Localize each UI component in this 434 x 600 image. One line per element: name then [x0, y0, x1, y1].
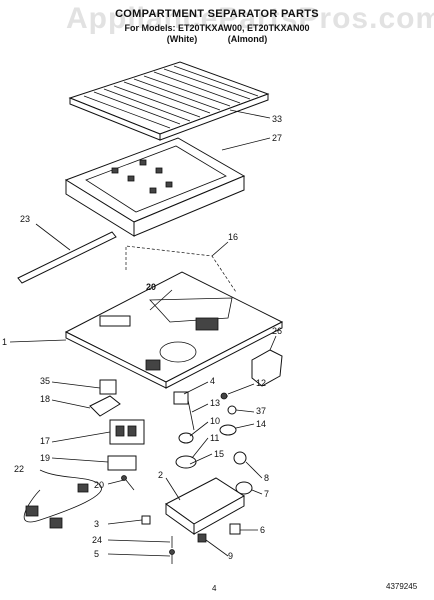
part-3 — [141, 515, 151, 525]
callout-13: 13 — [210, 398, 220, 408]
callout-17: 17 — [40, 436, 50, 446]
callout-8: 8 — [264, 473, 269, 483]
callout-14: 14 — [256, 419, 266, 429]
callout-19: 19 — [40, 453, 50, 463]
part-8 — [233, 451, 247, 465]
callout-16: 16 — [228, 232, 238, 242]
part-19 — [107, 455, 137, 471]
leader-lines — [9, 109, 277, 557]
callout-3: 3 — [94, 519, 99, 529]
variant-almond: (Almond) — [227, 34, 268, 44]
callout-5: 5 — [94, 549, 99, 559]
callout-1: 1 — [2, 337, 7, 347]
part-35 — [99, 379, 117, 395]
part-18 — [89, 395, 121, 417]
inline-label-20: 20 — [146, 282, 156, 292]
part-13 — [187, 399, 195, 431]
callout-10: 10 — [210, 416, 220, 426]
part-gasket-outline — [125, 245, 237, 293]
callout-37: 37 — [256, 406, 266, 416]
part-37 — [227, 405, 237, 415]
diagram-title: COMPARTMENT SEPARATOR PARTS — [115, 8, 319, 20]
part-4 — [173, 391, 189, 405]
part-5 — [169, 549, 175, 564]
part-12 — [220, 392, 228, 400]
callout-35: 35 — [40, 376, 50, 386]
callout-20: 20 — [94, 480, 104, 490]
part-17 — [109, 419, 145, 445]
part-frame — [64, 137, 246, 237]
callout-7: 7 — [264, 489, 269, 499]
part-7 — [235, 481, 253, 495]
part-grille — [68, 61, 270, 141]
callout-6: 6 — [260, 525, 265, 535]
part-9 — [197, 533, 207, 543]
part-separator-plate — [64, 271, 284, 389]
part-6 — [229, 523, 241, 535]
callout-4: 4 — [210, 376, 215, 386]
part-strip — [17, 231, 117, 284]
callout-12: 12 — [256, 378, 266, 388]
callout-27: 27 — [272, 133, 282, 143]
page-number: 4 — [212, 584, 217, 593]
part-14 — [219, 424, 237, 436]
models-line: For Models: ET20TKXAW00, ET20TKXAN00 — [124, 23, 310, 33]
document-number: 4379245 — [386, 582, 418, 591]
callout-23: 23 — [20, 214, 30, 224]
part-20-screw — [121, 475, 135, 491]
callout-11: 11 — [210, 433, 219, 443]
callout-numbers: 33 27 23 16 1 26 35 18 17 19 22 20 3 24 … — [2, 114, 282, 561]
callout-15: 15 — [214, 449, 224, 459]
callout-18: 18 — [40, 394, 50, 404]
callout-33: 33 — [272, 114, 282, 124]
callout-22: 22 — [14, 464, 24, 474]
part-11 — [175, 455, 197, 469]
part-2-housing — [165, 477, 245, 535]
callout-24: 24 — [92, 535, 102, 545]
variant-white: (White) — [166, 34, 198, 44]
part-22-harness — [23, 469, 102, 529]
callout-2: 2 — [158, 470, 163, 480]
part-10 — [178, 432, 194, 444]
callout-26: 26 — [272, 326, 282, 336]
variant-line: (White) (Almond) — [0, 34, 434, 44]
callout-9: 9 — [228, 551, 233, 561]
